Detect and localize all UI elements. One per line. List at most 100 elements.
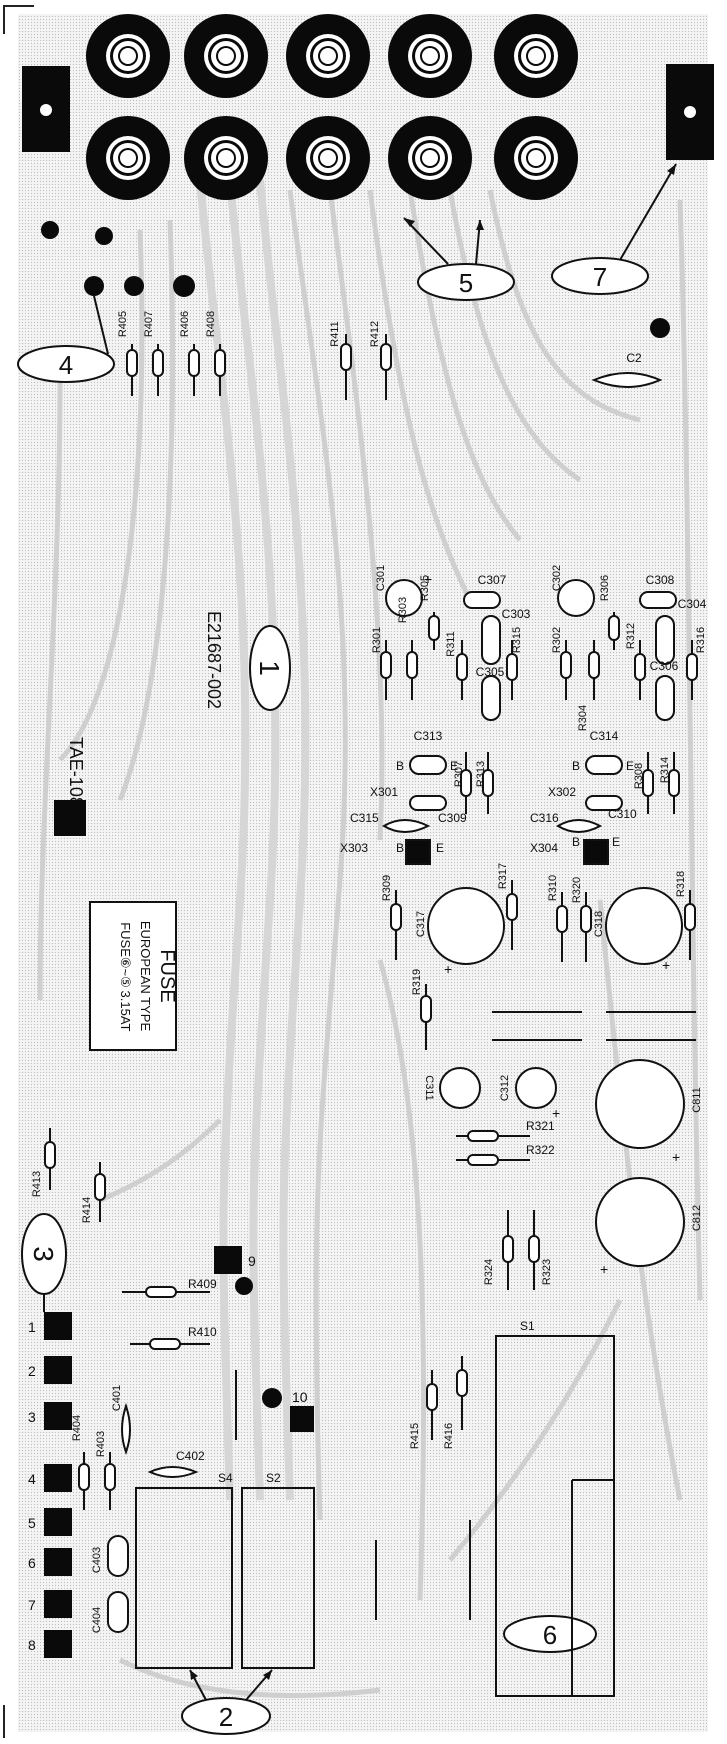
jumper-wires xyxy=(235,1340,615,1620)
resistor-group-top-left xyxy=(126,344,226,396)
r308-label: R308 xyxy=(633,763,645,789)
r323-label: R323 xyxy=(541,1259,553,1285)
terminal-6-label: 6 xyxy=(28,1555,36,1571)
r310-label: R310 xyxy=(547,875,559,901)
c309-label: C309 xyxy=(438,811,467,825)
ch1-transistors xyxy=(382,752,494,865)
r319-label: R319 xyxy=(411,969,423,995)
pad-9-hole xyxy=(235,1277,253,1295)
r322-label: R322 xyxy=(526,1143,555,1157)
c402-label: C402 xyxy=(176,1449,205,1463)
x301-b: B xyxy=(396,759,404,773)
resistor-group-r415-r416 xyxy=(426,1356,468,1440)
callout-4-label: 4 xyxy=(59,350,73,380)
r304-label: R304 xyxy=(577,705,589,731)
callout-7: 7 xyxy=(551,163,677,295)
terminal-4-label: 4 xyxy=(28,1471,36,1487)
fuse-line1: EUROPEAN TYPE xyxy=(138,921,153,1032)
x303-label: X303 xyxy=(340,841,368,855)
r407-label: R407 xyxy=(143,311,155,337)
fuse-label-box: FUSE EUROPEAN TYPE FUSE⑥~⑤ 3.15AT xyxy=(89,901,178,1051)
r313-label: R313 xyxy=(475,761,487,787)
c310-label: C310 xyxy=(608,807,637,821)
r403-label: R403 xyxy=(95,1431,107,1457)
c2-capacitor xyxy=(591,372,663,388)
terminal-7-label: 7 xyxy=(28,1597,36,1613)
callout-6: 6 xyxy=(503,1615,597,1653)
pad-10-hole xyxy=(262,1388,282,1408)
r404-label: R404 xyxy=(71,1415,83,1441)
c301-plus: + xyxy=(424,571,432,587)
c315-label: C315 xyxy=(350,811,379,825)
rca-jack xyxy=(184,14,268,98)
pad-9-label: 9 xyxy=(248,1253,256,1269)
r409-label: R409 xyxy=(188,1277,217,1291)
c318-label: C318 xyxy=(593,911,605,937)
terminal-3-label: 3 xyxy=(28,1409,36,1425)
r316-label: R316 xyxy=(695,627,707,653)
callout-3: 3 xyxy=(21,1213,67,1312)
power-caps xyxy=(439,1059,685,1267)
r416-label: R416 xyxy=(443,1423,455,1449)
callout-6-label: 6 xyxy=(543,1620,557,1650)
r315-label: R315 xyxy=(511,627,523,653)
resistor-group-r321-r322 xyxy=(456,1130,530,1166)
pad-9 xyxy=(214,1246,242,1274)
c302-label: C302 xyxy=(551,565,563,591)
r301-label: R301 xyxy=(371,627,383,653)
c312-label: C312 xyxy=(499,1075,511,1101)
c2-label: C2 xyxy=(626,351,642,365)
rca-jack xyxy=(286,116,370,200)
callout-2: 2 xyxy=(181,1669,273,1735)
switch-s2 xyxy=(241,1487,315,1669)
c402-capacitor xyxy=(147,1466,199,1478)
x304-b: B xyxy=(572,835,580,849)
switch-s4 xyxy=(135,1487,233,1669)
callout-2-label: 2 xyxy=(219,1702,233,1732)
c811-plus: + xyxy=(672,1149,680,1165)
resistor-group-r411-r412 xyxy=(340,334,392,400)
fuse-title: FUSE xyxy=(156,949,178,1002)
resistor-group-r409-r410 xyxy=(122,1286,210,1350)
fuse-rating: 3.15AT xyxy=(118,991,133,1032)
x303-e: E xyxy=(436,841,444,855)
c318-plus: + xyxy=(662,957,670,973)
resistor-group-r323-r324 xyxy=(502,1210,540,1290)
corner-mark xyxy=(3,5,34,34)
x302-e: E xyxy=(626,759,634,773)
heatsink-bars xyxy=(492,1011,696,1041)
switch-s1-label: S1 xyxy=(520,1319,535,1333)
rca-jack xyxy=(388,14,472,98)
c317-plus: + xyxy=(444,961,452,977)
x303-b: B xyxy=(396,841,404,855)
c304-label: C304 xyxy=(678,597,707,611)
c313-label: C313 xyxy=(414,729,443,743)
rca-jack xyxy=(494,14,578,98)
rca-jack xyxy=(286,14,370,98)
callout-5-label: 5 xyxy=(459,268,473,298)
resistor-group-r403-r404 xyxy=(78,1402,131,1510)
c311-label: C311 xyxy=(423,1075,435,1100)
r318-label: R318 xyxy=(675,871,687,897)
board-substrate xyxy=(18,14,708,1732)
model-pad xyxy=(54,800,86,836)
r320-label: R320 xyxy=(571,877,583,903)
r414-label: R414 xyxy=(81,1197,93,1223)
r311-label: R311 xyxy=(445,631,457,656)
r410-label: R410 xyxy=(188,1325,217,1339)
r406-label: R406 xyxy=(179,311,191,337)
terminal-8-label: 8 xyxy=(28,1637,36,1653)
r302-label: R302 xyxy=(551,627,563,653)
output-components xyxy=(390,880,696,1050)
callout-3-label: 3 xyxy=(28,1246,59,1262)
rca-jack xyxy=(494,116,578,200)
copper-traces xyxy=(37,179,703,1699)
x304-label: X304 xyxy=(530,841,558,855)
ch1-components xyxy=(380,579,518,721)
resistor-group-r413-r414 xyxy=(44,1128,106,1222)
rca-jack xyxy=(86,14,170,98)
x301-e: E xyxy=(450,759,458,773)
c314-label: C314 xyxy=(590,729,619,743)
callout-7-label: 7 xyxy=(593,262,607,292)
c404-label: C404 xyxy=(91,1607,103,1633)
